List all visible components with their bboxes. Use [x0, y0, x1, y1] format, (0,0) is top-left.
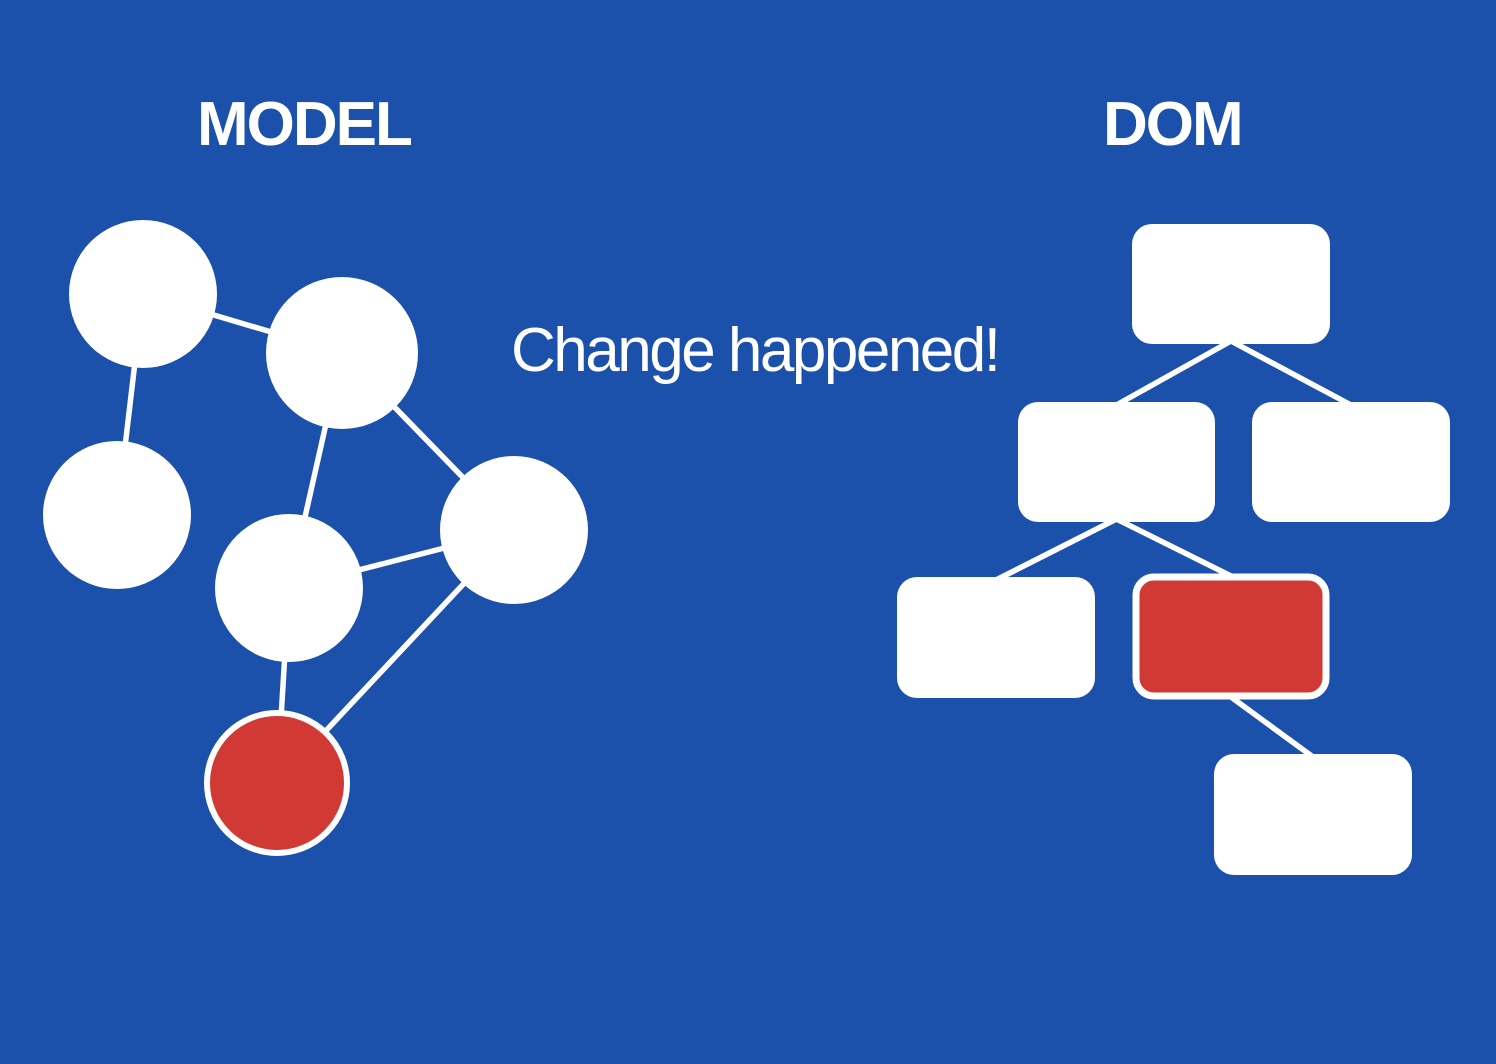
- model-node-changed-m6: [204, 710, 350, 856]
- dom-edge-d2-d5: [1113, 516, 1234, 579]
- dom-node-d2: [1018, 402, 1215, 522]
- model-node-m5: [440, 456, 588, 604]
- dom-node-d4: [897, 577, 1095, 698]
- dom-edge-d2-d4: [993, 516, 1120, 583]
- model-node-m3: [43, 441, 191, 589]
- dom-node-d1: [1132, 224, 1330, 344]
- change-message: Change happened!: [511, 316, 1001, 385]
- dom-title: DOM: [1103, 90, 1244, 159]
- dom-edge-d5-d6: [1228, 694, 1316, 760]
- model-node-m1: [69, 220, 217, 368]
- dom-edge-d1-d3: [1228, 338, 1354, 408]
- model-node-m4: [215, 514, 363, 662]
- model-node-m2: [266, 277, 418, 429]
- model-title: MODEL: [197, 90, 413, 159]
- dom-edge-d1-d2: [1113, 338, 1234, 408]
- dom-node-d3: [1252, 402, 1450, 522]
- dom-node-d6: [1214, 754, 1412, 875]
- dom-node-changed-d5: [1132, 573, 1330, 700]
